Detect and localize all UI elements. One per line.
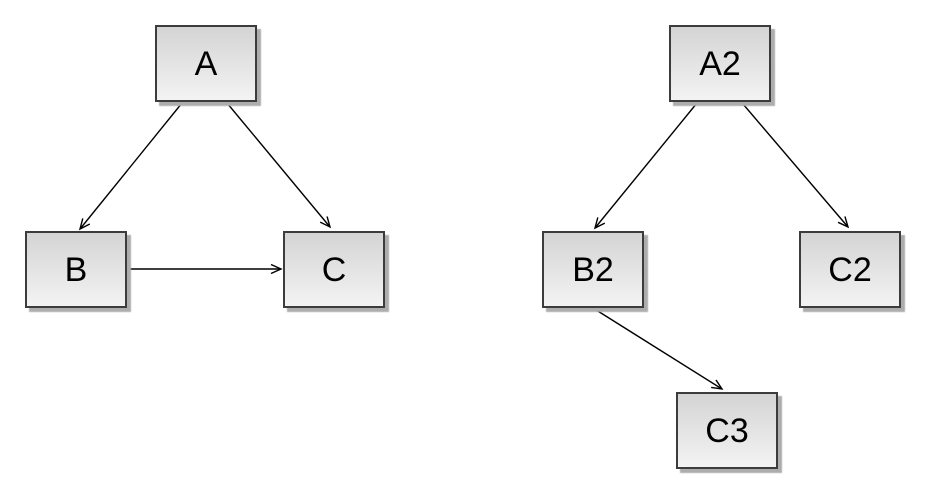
node-label: B2 bbox=[572, 250, 614, 289]
edge-A-B[interactable] bbox=[80, 102, 183, 229]
node-label: C2 bbox=[828, 250, 872, 289]
node-label: B bbox=[64, 250, 88, 289]
node-C3[interactable]: C3 bbox=[676, 392, 778, 469]
node-A[interactable]: A bbox=[155, 25, 257, 102]
edge-A2-C2[interactable] bbox=[742, 103, 848, 227]
node-B[interactable]: B bbox=[25, 231, 127, 308]
edge-A-C[interactable] bbox=[226, 102, 330, 227]
node-label: A2 bbox=[699, 44, 741, 83]
node-B2[interactable]: B2 bbox=[542, 231, 644, 308]
node-label: C bbox=[321, 250, 347, 289]
node-C2[interactable]: C2 bbox=[799, 231, 901, 308]
node-label: A bbox=[194, 44, 218, 83]
edge-B2-C3[interactable] bbox=[592, 307, 722, 389]
node-C[interactable]: C bbox=[283, 231, 385, 308]
edge-A2-B2[interactable] bbox=[595, 102, 698, 228]
node-A2[interactable]: A2 bbox=[669, 25, 771, 102]
node-label: C3 bbox=[705, 411, 749, 450]
